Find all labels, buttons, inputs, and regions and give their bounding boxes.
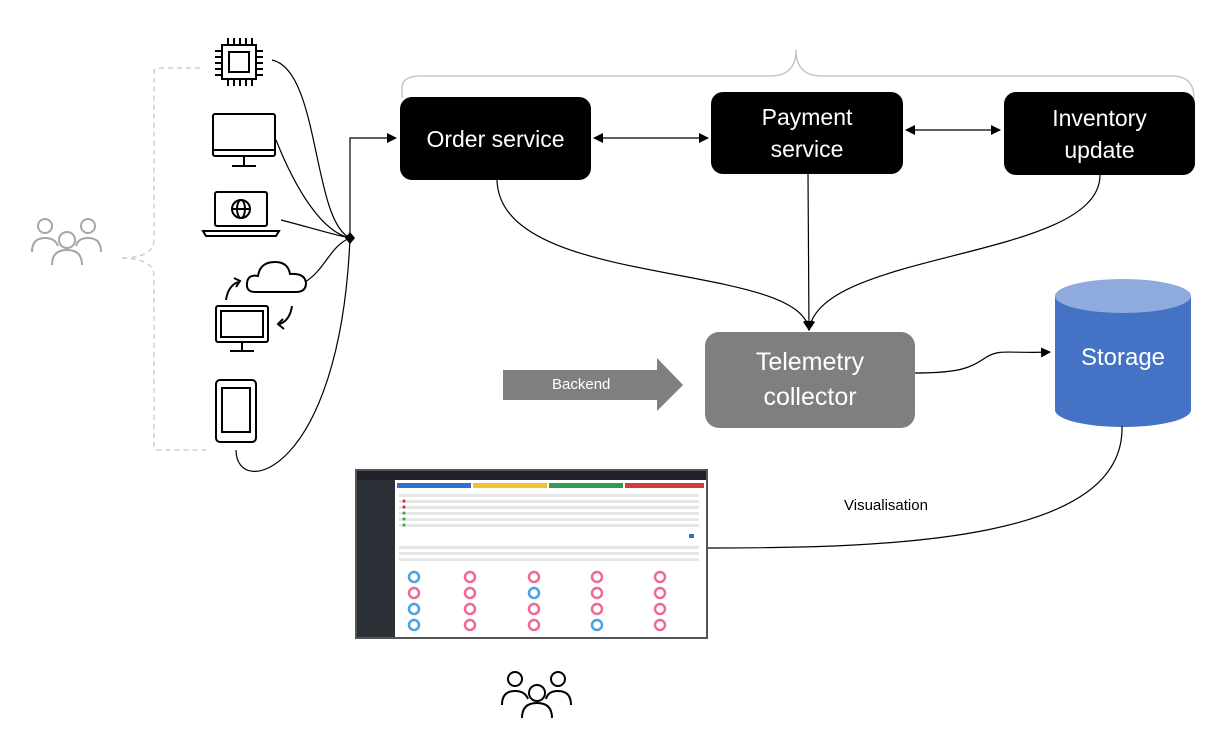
order-service-node: Order service [400, 97, 591, 180]
device-connectors [235, 59, 351, 472]
backend-label: Backend [552, 376, 611, 393]
cloud-sync-icon [215, 260, 308, 352]
inventory-update-node: Inventory update [1004, 92, 1195, 175]
order-service-label: Order service [426, 125, 565, 152]
tablet-icon [215, 379, 257, 443]
users-icon-bottom [501, 671, 572, 719]
services-brace [401, 49, 1195, 99]
storage-cylinder [1055, 279, 1191, 427]
monitor-icon [212, 113, 276, 167]
chip-icon [215, 38, 263, 86]
storage-label: Storage [1080, 344, 1166, 371]
storage-to-dashboard-connector [707, 425, 1123, 549]
telemetry-collector-node: Telemetry collector [705, 332, 915, 428]
visualisation-label: Visualisation [844, 497, 928, 514]
payment-service-label: Payment service [761, 104, 853, 162]
laptop-globe-icon [201, 191, 281, 237]
dashboard-screenshot [355, 469, 708, 639]
payment-service-node: Payment service [711, 92, 903, 174]
device-group-brace [119, 67, 210, 451]
service-to-collector-connectors [496, 173, 1101, 331]
junction-to-order-arrow [349, 133, 397, 238]
users-icon [31, 218, 102, 266]
inventory-update-label: Inventory update [1052, 104, 1147, 163]
collector-to-storage-connector [913, 347, 1051, 374]
telemetry-collector-label: Telemetry collector [755, 348, 865, 411]
backend-arrow [503, 358, 683, 411]
